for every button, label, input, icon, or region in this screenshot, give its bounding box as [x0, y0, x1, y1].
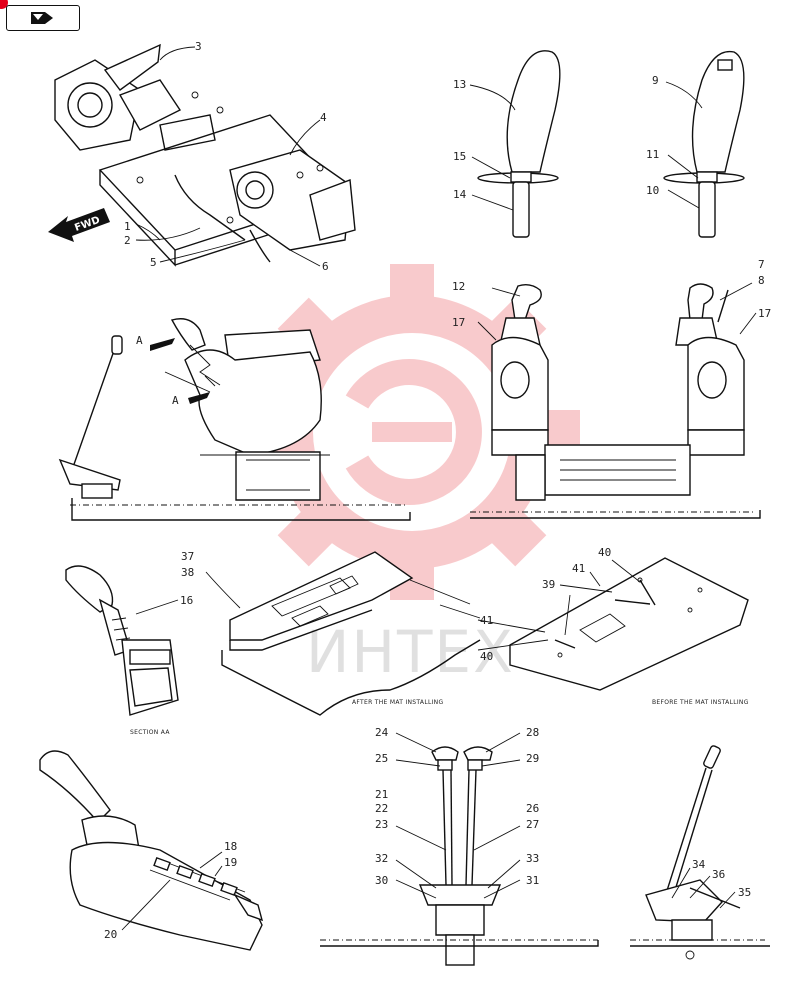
section-marker-a-top: A	[136, 334, 143, 347]
return-arrow-icon	[31, 12, 53, 24]
callout-27: 27	[526, 818, 539, 831]
callout-19: 19	[224, 856, 237, 869]
back-navigation-button[interactable]	[6, 5, 80, 31]
callout-11: 11	[646, 148, 659, 161]
frame-assembly-drawing: FWD	[48, 43, 356, 267]
caption-before-mat: BEFORE THE MAT INSTALLING	[652, 699, 749, 706]
callout-13: 13	[453, 78, 466, 91]
mat-removed-drawing	[477, 557, 749, 691]
joystick-handle-right	[663, 50, 745, 238]
callout-16: 16	[180, 594, 193, 607]
callout-38: 38	[181, 566, 194, 579]
callout-5: 5	[150, 256, 157, 269]
callout-20: 20	[104, 928, 117, 941]
section-aa-drawing	[65, 565, 179, 716]
callout-4: 4	[320, 111, 327, 124]
callout-3: 3	[195, 40, 202, 53]
callout-37: 37	[181, 550, 194, 563]
section-marker-a-bottom: A	[172, 394, 179, 407]
callout-33: 33	[526, 852, 539, 865]
callout-35: 35	[738, 886, 751, 899]
console-joystick-drawing	[39, 750, 264, 951]
callout-39: 39	[542, 578, 555, 591]
twin-levers-drawing	[320, 732, 599, 966]
callout-1: 1	[124, 220, 131, 233]
callout-9: 9	[652, 74, 659, 87]
callout-25: 25	[375, 752, 388, 765]
seat-side-view-drawing	[58, 318, 411, 521]
watermark-text: ИНТЕХ	[306, 618, 515, 686]
callout-24: 24	[375, 726, 389, 739]
callout-18: 18	[224, 840, 237, 853]
callout-34: 34	[692, 858, 706, 871]
callout-40-right: 40	[598, 546, 611, 559]
callout-12: 12	[452, 280, 465, 293]
caption-section-aa: SECTION AA	[130, 729, 170, 736]
callout-21: 21	[375, 788, 388, 801]
callout-29: 29	[526, 752, 539, 765]
joystick-handle-left	[469, 50, 561, 238]
caption-after-mat: AFTER THE MAT INSTALLING	[352, 699, 443, 706]
callout-17-left: 17	[452, 316, 465, 329]
callout-40-left: 40	[480, 650, 493, 663]
callout-41-right: 41	[572, 562, 585, 575]
callout-17-right: 17	[758, 307, 771, 320]
callout-31: 31	[526, 874, 539, 887]
nav-indicator-dot	[0, 0, 8, 9]
callout-28: 28	[526, 726, 539, 739]
callout-7: 7	[758, 258, 765, 271]
callout-8: 8	[758, 274, 765, 287]
callout-23: 23	[375, 818, 388, 831]
callout-41-left: 41	[480, 614, 493, 627]
fwd-label: FWD	[73, 215, 101, 234]
callout-2: 2	[124, 234, 131, 247]
callout-22: 22	[375, 802, 388, 815]
callout-36: 36	[712, 868, 725, 881]
callout-6: 6	[322, 260, 329, 273]
mat-installed-drawing	[205, 551, 481, 716]
callout-14: 14	[453, 188, 467, 201]
callout-30: 30	[375, 874, 388, 887]
forward-direction-arrow: FWD	[48, 208, 110, 242]
single-lever-drawing	[630, 745, 770, 960]
callout-10: 10	[646, 184, 659, 197]
callout-26: 26	[526, 802, 539, 815]
joystick-consoles-front-view	[470, 282, 761, 519]
callout-15: 15	[453, 150, 466, 163]
callout-32: 32	[375, 852, 388, 865]
